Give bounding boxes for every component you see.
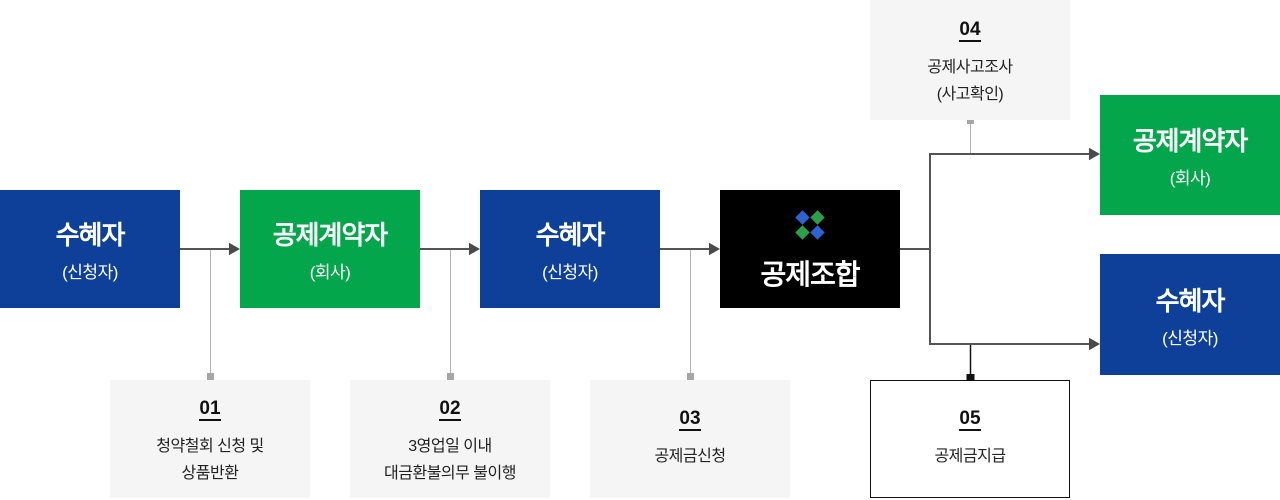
step-number: 05 (959, 407, 981, 431)
node-title: 공제조합 (760, 258, 860, 290)
node-title: 수혜자 (535, 220, 606, 250)
step-description: 3영업일 이내 대금환불의무 불이행 (384, 438, 516, 482)
node-title: 공제계약자 (1132, 126, 1249, 156)
node-subtitle: (신청자) (542, 263, 598, 282)
node-title: 수혜자 (55, 220, 126, 250)
node-contractor-1: 공제계약자 (회사) (240, 190, 420, 308)
node-beneficiary-3: 수혜자 (신청자) (1100, 254, 1280, 375)
step-05-claim-payment: 05 공제금지급 (870, 380, 1070, 498)
node-beneficiary-2: 수혜자 (신청자) (480, 190, 660, 308)
step-description: 공제금신청 (654, 447, 726, 465)
node-subtitle: (신청자) (62, 263, 118, 282)
union-pinwheel-icon (795, 209, 825, 240)
payout-connector (966, 345, 975, 382)
step-description: 청약철회 신청 및 상품반환 (156, 438, 264, 482)
step-description: 공제금지급 (934, 447, 1006, 465)
node-union: 공제조합 (720, 190, 900, 308)
node-title: 공제계약자 (272, 220, 389, 250)
step-connector-lines (210, 122, 971, 377)
step-02-refund-default: 02 3영업일 이내 대금환불의무 불이행 (350, 380, 550, 498)
step-description: 공제사고조사 (사고확인) (927, 59, 1013, 103)
node-subtitle: (신청자) (1162, 328, 1218, 348)
node-contractor-2: 공제계약자 (회사) (1100, 95, 1280, 215)
node-subtitle: (회사) (1169, 169, 1211, 188)
node-beneficiary-1: 수혜자 (신청자) (0, 190, 180, 308)
step-connector-dots (207, 117, 974, 380)
node-title: 수혜자 (1155, 285, 1226, 316)
step-number: 01 (199, 398, 221, 421)
flow-lines (180, 153, 1089, 345)
node-subtitle: (회사) (309, 263, 351, 282)
step-number: 03 (679, 407, 701, 431)
step-number: 02 (439, 398, 461, 421)
step-03-claim-request: 03 공제금신청 (590, 380, 790, 498)
step-04-accident-investigation: 04 공제사고조사 (사고확인) (870, 0, 1070, 120)
arrowheads (229, 147, 1100, 351)
step-number: 04 (959, 19, 981, 42)
step-01-withdrawal-request: 01 청약철회 신청 및 상품반환 (110, 380, 310, 498)
